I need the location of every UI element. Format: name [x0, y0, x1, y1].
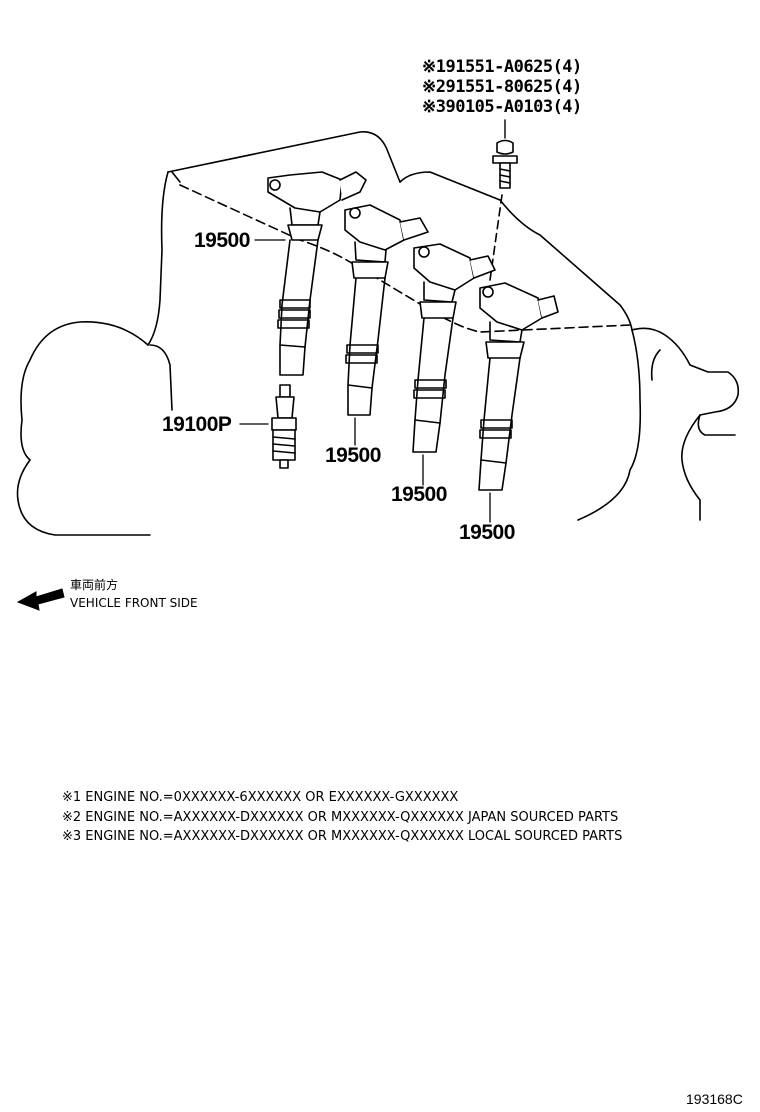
vehicle-front-en-label: VEHICLE FRONT SIDE — [70, 596, 198, 610]
bolt-part — [489, 119, 518, 281]
callout-coil-3: 19500 — [391, 483, 447, 506]
leader-lines — [239, 239, 491, 523]
note-1: ※1 ENGINE NO.=0XXXXXX-6XXXXXX OR EXXXXXX… — [62, 790, 459, 805]
ignition-coil-1 — [267, 171, 367, 376]
callout-ref-3: ※390105-A0103(4) — [422, 97, 582, 117]
callout-coil-2: 19500 — [325, 444, 381, 467]
ignition-coil-2 — [344, 204, 429, 416]
arrow-left-icon — [16, 588, 65, 611]
vehicle-front-jp-label: 車両前方 — [70, 578, 119, 592]
callout-plug: 19100P — [162, 413, 232, 436]
callout-coil-4: 19500 — [459, 521, 515, 544]
figure-code: 193168C — [686, 1091, 743, 1107]
callout-ref-2: ※291551-80625(4) — [422, 77, 582, 97]
ignition-coil-3 — [412, 243, 496, 453]
spark-plug-part — [271, 384, 297, 469]
ignition-coil-4 — [478, 282, 559, 491]
engine-outline — [16, 131, 740, 536]
note-2: ※2 ENGINE NO.=AXXXXXX-DXXXXXX OR MXXXXXX… — [62, 810, 619, 825]
callout-ref-1: ※191551-A0625(4) — [422, 57, 582, 77]
note-3: ※3 ENGINE NO.=AXXXXXX-DXXXXXX OR MXXXXXX… — [62, 829, 623, 844]
callout-coil-1: 19500 — [194, 229, 250, 252]
